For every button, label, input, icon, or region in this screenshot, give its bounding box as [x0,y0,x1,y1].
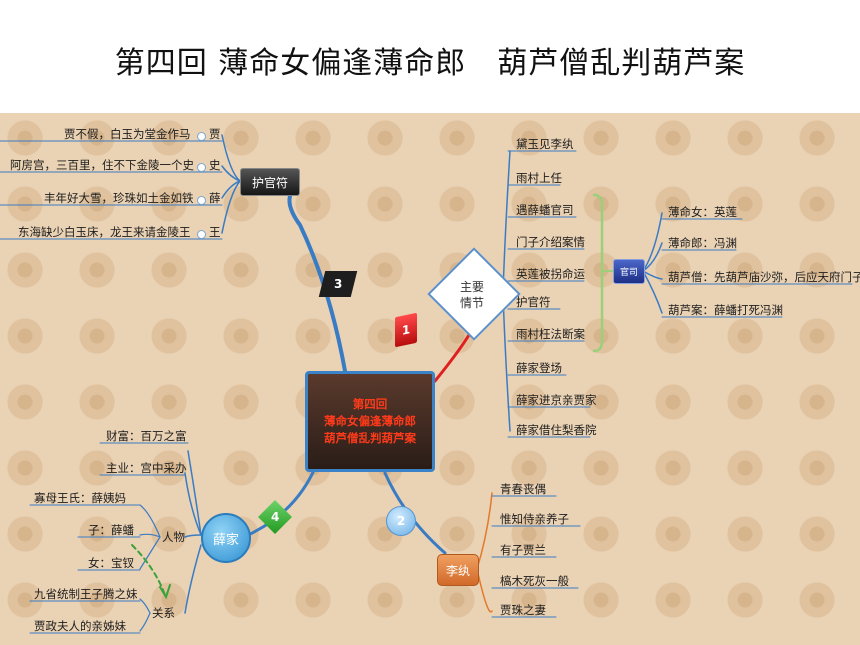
relation-item: 九省统制王子腾之妹 [34,587,138,601]
plot-item: 雨村枉法断案 [516,327,585,341]
xue-item: 财富：百万之富 [106,429,187,443]
people-item: 女：宝钗 [88,556,134,570]
people-item: 寡母王氏：薛姨妈 [34,491,126,505]
family-line: 阿房宫，三百里，住不下金陵一个史 [10,158,194,172]
bullet-icon [197,132,206,141]
connector-lines [0,134,853,634]
li-wan-item: 槁木死灰一般 [500,574,569,588]
bullet-icon [197,196,206,205]
people-label: 人物 [162,530,185,544]
family-line: 东海缺少白玉床，龙王来请金陵王 [18,225,191,239]
li-wan-item: 有子贾兰 [500,543,546,557]
center-node: 第四回 薄命女偏逢薄命郎 葫芦僧乱判葫芦案 [305,371,435,472]
plot-item: 遇薛蟠官司 [516,203,574,217]
main-plot-label-line-1: 主要 [459,280,484,294]
family-surname: 王 [209,225,221,239]
bullet-icon [197,230,206,239]
slide-title: 第四回 薄命女偏逢薄命郎 葫芦僧乱判葫芦案 [114,46,746,81]
lawsuit-item: 葫芦案：薛蟠打死冯渊 [668,303,783,317]
center-line-3: 葫芦僧乱判葫芦案 [324,431,416,445]
relation-label: 关系 [152,606,175,620]
main-plot-label-line-2: 情节 [459,296,484,310]
center-line-1: 第四回 [352,397,388,411]
xue-family-node: 薛家 [201,513,251,563]
people-item: 子：薛蟠 [88,523,134,537]
plot-item: 英莲被拐命运 [516,267,585,281]
branch-3-number: 3 [333,277,343,291]
lawsuit-node: 官司 [613,259,645,284]
branch-1-marker: 1 [395,312,417,348]
relation-item: 贾政夫人的亲姊妹 [34,619,126,633]
plot-item: 薛家进京亲贾家 [516,393,597,407]
branch-3-marker: 3 [318,271,358,297]
lawsuit-item: 葫芦僧：先葫芦庙沙弥，后应天府门子 [668,270,860,284]
plot-item: 门子介绍案情 [516,235,585,249]
branch-2-marker: 2 [386,506,416,536]
li-wan-item: 贾珠之妻 [500,603,546,617]
branch-4-number: 4 [270,509,280,524]
family-surname: 贾 [209,127,221,141]
lawsuit-item: 薄命女：英莲 [668,205,737,219]
li-wan-item: 青春丧偶 [500,482,546,496]
lawsuit-item: 薄命郎：冯渊 [668,236,737,250]
family-line: 贾不假，白玉为堂金作马 [64,127,191,141]
plot-item: 护官符 [516,295,551,309]
li-wan-node: 李纨 [437,554,479,586]
bullet-icon [197,163,206,172]
plot-item: 雨村上任 [516,171,562,185]
xue-item: 主业：宫中采办 [106,461,187,475]
plot-item: 黛玉见李纨 [516,137,574,151]
family-line: 丰年好大雪，珍珠如土金如铁 [44,191,194,205]
mind-map: 第四回 薄命女偏逢薄命郎 葫芦僧乱判葫芦案 1 2 3 4 主要 情节 黛玉见李… [0,113,860,645]
protection-charm-node: 护官符 [240,168,300,196]
family-surname: 史 [209,158,221,172]
plot-item: 薛家借住梨香院 [516,423,597,437]
center-line-2: 薄命女偏逢薄命郎 [324,414,416,428]
family-surname: 薛 [209,191,221,205]
plot-item: 薛家登场 [516,361,562,375]
li-wan-item: 惟知侍亲养子 [500,512,569,526]
main-plot-label: 主要 情节 [447,279,497,311]
